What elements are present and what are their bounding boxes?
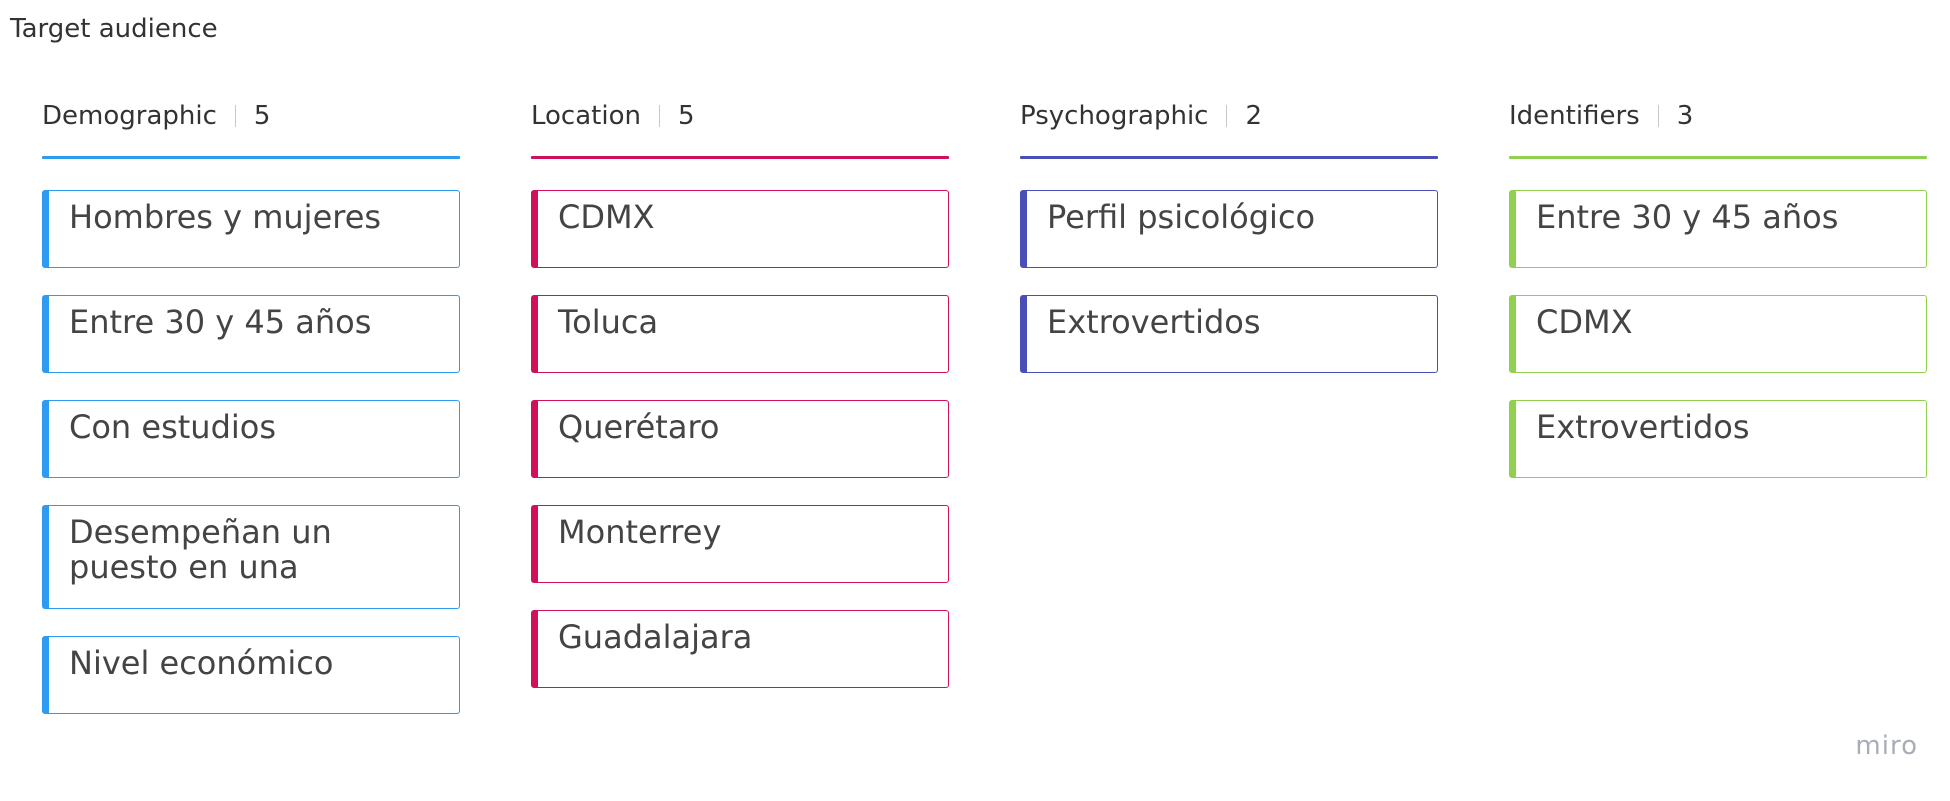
header-divider	[1226, 105, 1228, 127]
card-count: 2	[1245, 101, 1263, 131]
card[interactable]: Entre 30 y 45 años	[1509, 190, 1927, 268]
column-title: Identifiers	[1509, 101, 1640, 131]
column-title: Psychographic	[1020, 101, 1209, 131]
card-count: 3	[1676, 101, 1694, 131]
column-location: Location 5 CDMX Toluca Querétaro Monterr…	[531, 96, 949, 715]
board-title: Target audience	[10, 14, 218, 44]
column-header[interactable]: Location 5	[531, 96, 949, 136]
card[interactable]: Desempeñan un puesto en una	[42, 505, 460, 609]
header-divider	[658, 105, 660, 127]
miro-logo: miro	[1855, 731, 1918, 761]
header-divider	[234, 105, 236, 127]
card[interactable]: Nivel económico	[42, 636, 460, 714]
card[interactable]: Entre 30 y 45 años	[42, 295, 460, 373]
card[interactable]: Con estudios	[42, 400, 460, 478]
column-demographic: Demographic 5 Hombres y mujeres Entre 30…	[42, 96, 460, 741]
card[interactable]: Toluca	[531, 295, 949, 373]
card[interactable]: Guadalajara	[531, 610, 949, 688]
column-header[interactable]: Demographic 5	[42, 96, 460, 136]
card[interactable]: Extrovertidos	[1509, 400, 1927, 478]
column-color-line	[42, 156, 460, 159]
column-psychographic: Psychographic 2 Perfil psicológico Extro…	[1020, 96, 1438, 400]
header-divider	[1657, 105, 1659, 127]
column-title: Demographic	[42, 101, 217, 131]
card[interactable]: Hombres y mujeres	[42, 190, 460, 268]
card-count: 5	[253, 101, 271, 131]
card-count: 5	[677, 101, 695, 131]
card[interactable]: Perfil psicológico	[1020, 190, 1438, 268]
column-header[interactable]: Psychographic 2	[1020, 96, 1438, 136]
card[interactable]: Monterrey	[531, 505, 949, 583]
column-identifiers: Identifiers 3 Entre 30 y 45 años CDMX Ex…	[1509, 96, 1927, 505]
column-title: Location	[531, 101, 641, 131]
column-color-line	[531, 156, 949, 159]
column-header[interactable]: Identifiers 3	[1509, 96, 1927, 136]
card[interactable]: CDMX	[1509, 295, 1927, 373]
card[interactable]: Extrovertidos	[1020, 295, 1438, 373]
column-color-line	[1020, 156, 1438, 159]
card[interactable]: CDMX	[531, 190, 949, 268]
column-color-line	[1509, 156, 1927, 159]
card[interactable]: Querétaro	[531, 400, 949, 478]
